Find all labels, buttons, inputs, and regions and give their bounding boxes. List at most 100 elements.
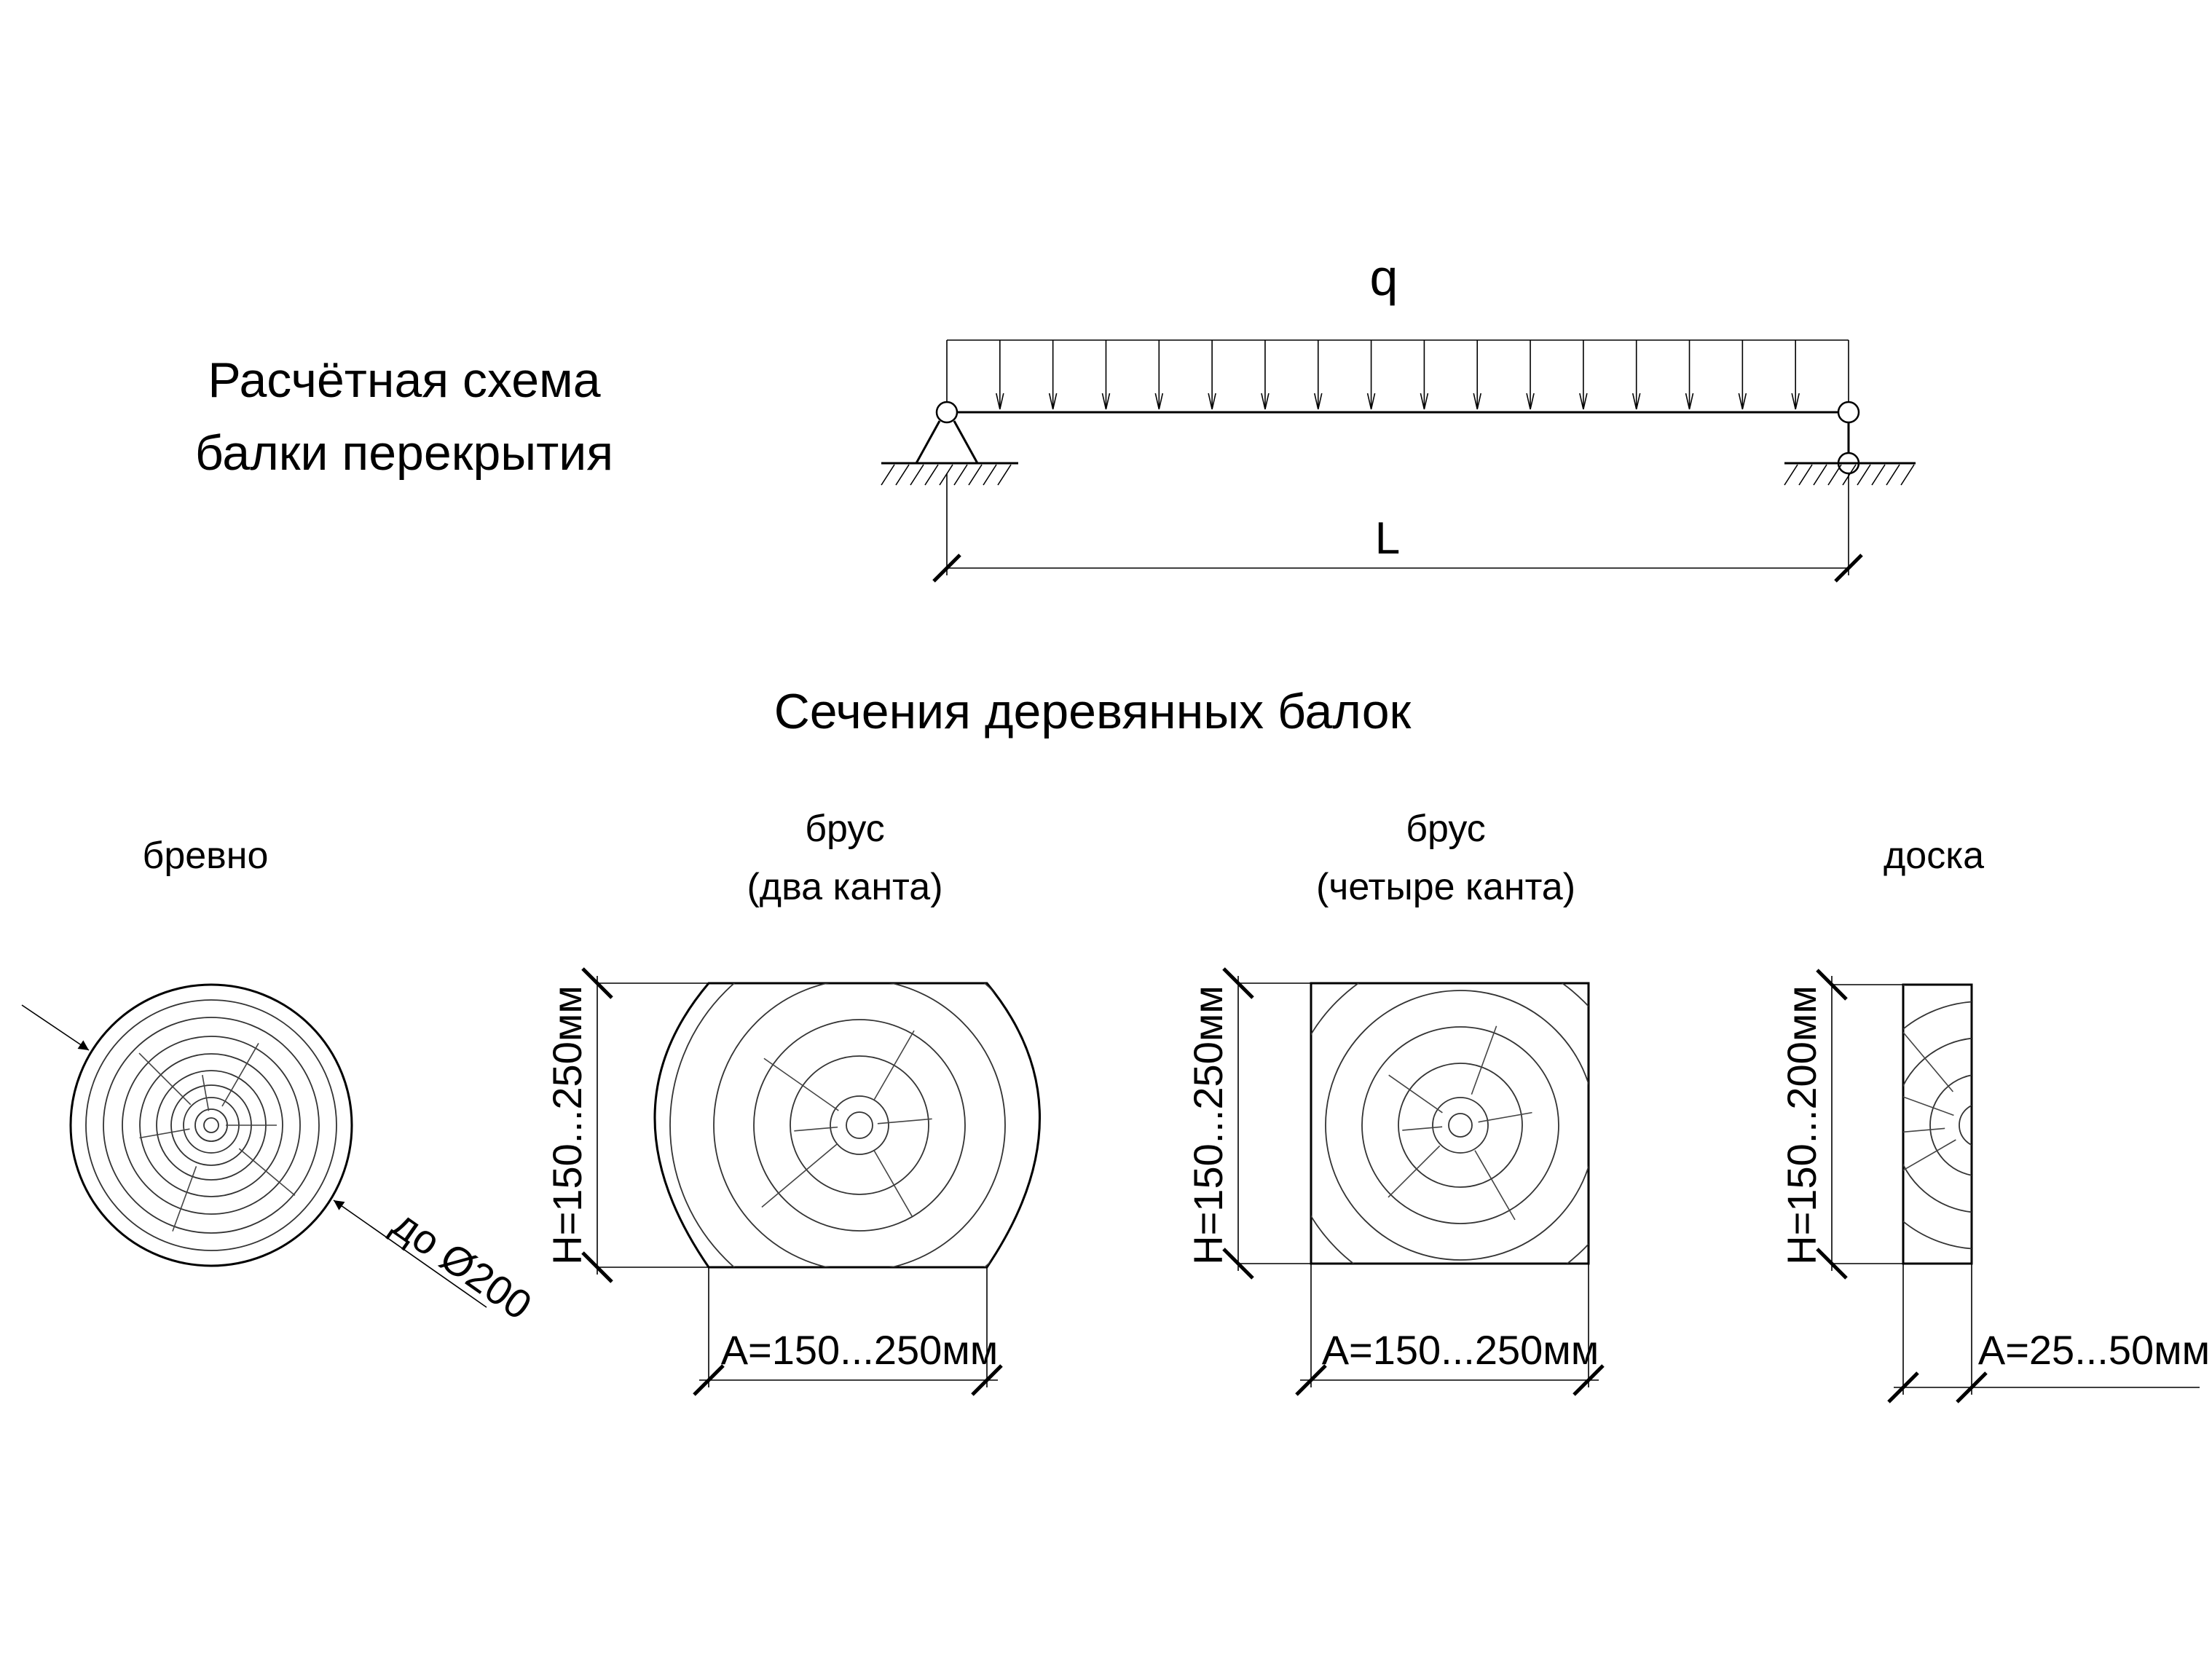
- hatch-line: [881, 464, 895, 486]
- two-edge-a-tick-left: [693, 1364, 725, 1396]
- growth-ring: [1361, 1026, 1559, 1224]
- load-arrows: [996, 340, 1800, 410]
- log-diameter-label: до Ø200: [385, 1200, 540, 1328]
- log-outline: [69, 983, 353, 1267]
- log-cross-section: [69, 983, 353, 1267]
- growth-ring: [655, 983, 1040, 1267]
- two-edge-title-line1: брус: [805, 808, 885, 850]
- hatch-line: [1900, 464, 1915, 486]
- two-edge-width-label: A=150...250мм: [721, 1327, 999, 1373]
- span-tick-right: [1834, 554, 1863, 583]
- two-edge-h-tick-bottom: [581, 1251, 613, 1283]
- left-ground-hatch: [881, 464, 1012, 486]
- grain-ray: [238, 1148, 296, 1197]
- board-growth-rings: [1903, 985, 1972, 1250]
- four-edge-rays: [1388, 1025, 1532, 1221]
- log-section: бревно до Ø200: [21, 835, 540, 1328]
- load-arrow-head: [1579, 393, 1588, 410]
- grain-ray: [1903, 1031, 1954, 1092]
- load-arrow-head: [1208, 393, 1216, 410]
- distributed-load: [946, 339, 1849, 410]
- hatch-line: [983, 464, 997, 486]
- four-edge-outline: [1310, 982, 1590, 1265]
- load-arrow-head: [1685, 393, 1694, 410]
- support-triangle: [914, 420, 980, 465]
- hatch-line: [1813, 464, 1827, 486]
- grain-ray: [221, 1043, 259, 1107]
- grain-ray: [1474, 1150, 1516, 1221]
- growth-ring: [1432, 1097, 1489, 1154]
- load-arrow-head: [1473, 393, 1482, 410]
- roller-support: [1784, 401, 1916, 486]
- load-arrow-head: [1154, 393, 1164, 410]
- two-edge-growth-rings: [655, 983, 1040, 1267]
- scheme-title-line2: балки перекрытия: [195, 425, 613, 481]
- two-edge-a-tick-right: [971, 1364, 1003, 1396]
- grain-ray: [139, 1128, 190, 1139]
- growth-ring: [846, 1111, 873, 1139]
- two-edge-beam-section: брус (два канта) H=150...250мм A=150...2…: [544, 808, 1041, 1396]
- diameter-arrow-top: [21, 1004, 90, 1051]
- hatch-line: [953, 464, 968, 486]
- load-arrow-head: [1526, 393, 1535, 410]
- board-h-tick-top: [1816, 969, 1848, 1001]
- load-arrow-head: [1366, 393, 1376, 410]
- grain-ray: [1402, 1126, 1443, 1131]
- four-edge-title-line1: брус: [1406, 808, 1486, 850]
- span-tick-left: [932, 554, 961, 583]
- hatch-line: [924, 464, 939, 486]
- two-edge-outline: [653, 982, 1041, 1269]
- hatch-line: [895, 464, 910, 486]
- left-hinge: [935, 401, 959, 424]
- four-edge-height-label: H=150...250мм: [1185, 985, 1231, 1265]
- grain-ray: [1388, 1074, 1443, 1114]
- load-arrow-head: [1420, 393, 1429, 410]
- right-ground-hatch: [1784, 464, 1915, 486]
- growth-ring: [139, 1053, 283, 1197]
- hatch-line: [1842, 464, 1857, 486]
- grain-ray: [1903, 1139, 1956, 1171]
- grain-ray: [1903, 1096, 1954, 1116]
- four-edge-a-tick-right: [1573, 1364, 1605, 1396]
- span-dimension: L: [932, 473, 1863, 583]
- hatch-line: [1857, 464, 1871, 486]
- grain-ray: [873, 1150, 913, 1217]
- grain-ray: [794, 1126, 838, 1132]
- diameter-arrow-bottom: [333, 1200, 487, 1308]
- log-growth-rings: [85, 999, 337, 1251]
- hatch-line: [1798, 464, 1813, 486]
- growth-ring: [713, 983, 1006, 1267]
- load-arrow-head: [1738, 393, 1747, 410]
- log-rays: [138, 1043, 296, 1232]
- growth-ring: [1903, 1037, 1972, 1213]
- growth-ring: [830, 1095, 889, 1155]
- grain-ray: [763, 1057, 839, 1111]
- four-edge-width-label: A=150...250мм: [1322, 1327, 1599, 1373]
- grain-ray: [172, 1166, 197, 1232]
- growth-ring: [203, 1117, 219, 1133]
- growth-ring: [1448, 1113, 1473, 1138]
- load-arrow-head: [1048, 393, 1058, 410]
- board-grain: [1903, 985, 1972, 1250]
- growth-ring: [1903, 1001, 1972, 1250]
- hatch-line: [1871, 464, 1886, 486]
- sections-heading: Сечения деревянных балок: [774, 684, 1412, 739]
- load-arrow-head: [1632, 393, 1641, 410]
- grain-ray: [761, 1143, 838, 1208]
- grain-ray: [873, 1030, 915, 1100]
- beam-scheme: Расчётная схема балки перекрытия q: [195, 249, 1916, 583]
- log-title: бревно: [143, 835, 269, 877]
- two-edge-title-line2: (два канта): [747, 866, 942, 908]
- load-arrow-head: [1261, 393, 1270, 410]
- load-arrow-head: [996, 393, 1004, 410]
- span-label-L: L: [1375, 513, 1400, 564]
- growth-ring: [103, 1017, 320, 1234]
- hatch-line: [997, 464, 1012, 486]
- grain-ray: [877, 1118, 932, 1124]
- hatch-line: [1886, 464, 1900, 486]
- hatch-line: [939, 464, 953, 486]
- board-a-tick-left: [1887, 1371, 1919, 1403]
- grain-ray: [1388, 1145, 1441, 1198]
- board-rays: [1903, 1031, 1956, 1171]
